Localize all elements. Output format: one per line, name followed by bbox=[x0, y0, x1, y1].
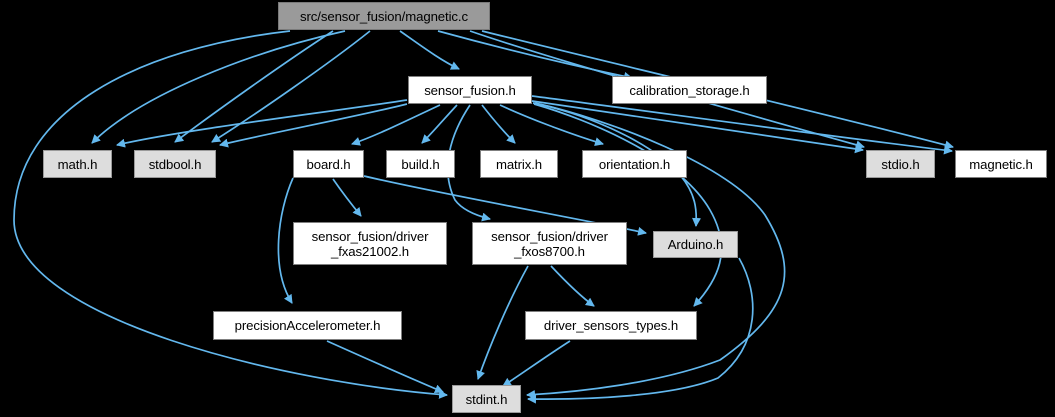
node-stdio-h[interactable]: stdio.h bbox=[866, 150, 935, 178]
node-magnetic-h[interactable]: magnetic.h bbox=[955, 150, 1047, 178]
edge-sensorfusion-orientation bbox=[499, 104, 604, 146]
edge-board-precision bbox=[277, 177, 294, 304]
node-stdbool-h[interactable]: stdbool.h bbox=[134, 150, 216, 178]
node-stdint-h[interactable]: stdint.h bbox=[452, 385, 521, 413]
node-sensor-fusion-driver-fxas21002-h[interactable]: sensor_fusion/driver _fxas21002.h bbox=[293, 222, 447, 265]
edge-arduino-stdint bbox=[527, 257, 754, 404]
edge-fxos8700-sensortypes bbox=[550, 265, 595, 307]
node-build-h[interactable]: build.h bbox=[386, 150, 455, 178]
node-calibration-storage-h[interactable]: calibration_storage.h bbox=[612, 76, 767, 104]
node-driver-sensors-types-h[interactable]: driver_sensors_types.h bbox=[525, 311, 697, 340]
edge-sensorfusion-magnetic bbox=[531, 95, 953, 155]
node-arduino-h[interactable]: Arduino.h bbox=[653, 231, 738, 258]
edge-root-calibration bbox=[437, 30, 633, 81]
edge-sensorfusion-stdbool bbox=[219, 103, 408, 148]
edge-sensorfusion-matrix bbox=[481, 104, 516, 144]
node-precision-accelerometer-h[interactable]: precisionAccelerometer.h bbox=[213, 311, 402, 340]
edge-sensorfusion-board bbox=[351, 104, 441, 146]
edge-fxos8700-stdint bbox=[476, 265, 529, 380]
edge-sensorfusion-stdint bbox=[526, 102, 786, 400]
node-math-h[interactable]: math.h bbox=[43, 150, 112, 178]
edge-sensorfusion-sensortypes bbox=[533, 103, 723, 307]
edge-sensorfusion-math bbox=[116, 99, 408, 148]
edge-sensorfusion-stdio bbox=[531, 100, 864, 154]
edge-root-stdint bbox=[13, 30, 448, 399]
node-board-h[interactable]: board.h bbox=[293, 150, 364, 178]
edge-root-sensorfusion bbox=[399, 30, 460, 70]
edge-root-stdbool-2 bbox=[211, 30, 371, 143]
node-matrix-h[interactable]: matrix.h bbox=[480, 150, 558, 178]
node-src-sensor-fusion-magnetic-c[interactable]: src/sensor_fusion/magnetic.c bbox=[278, 2, 490, 30]
node-orientation-h[interactable]: orientation.h bbox=[582, 150, 687, 178]
edge-sensortypes-stdint bbox=[502, 340, 571, 387]
edge-root-math bbox=[91, 30, 346, 144]
edge-precision-stdint bbox=[326, 340, 444, 394]
edge-sensorfusion-build bbox=[421, 104, 458, 144]
node-sensor-fusion-h[interactable]: sensor_fusion.h bbox=[408, 76, 532, 104]
node-sensor-fusion-driver-fxos8700-h[interactable]: sensor_fusion/driver _fxos8700.h bbox=[472, 222, 627, 265]
edge-board-fxas21002 bbox=[332, 178, 362, 217]
